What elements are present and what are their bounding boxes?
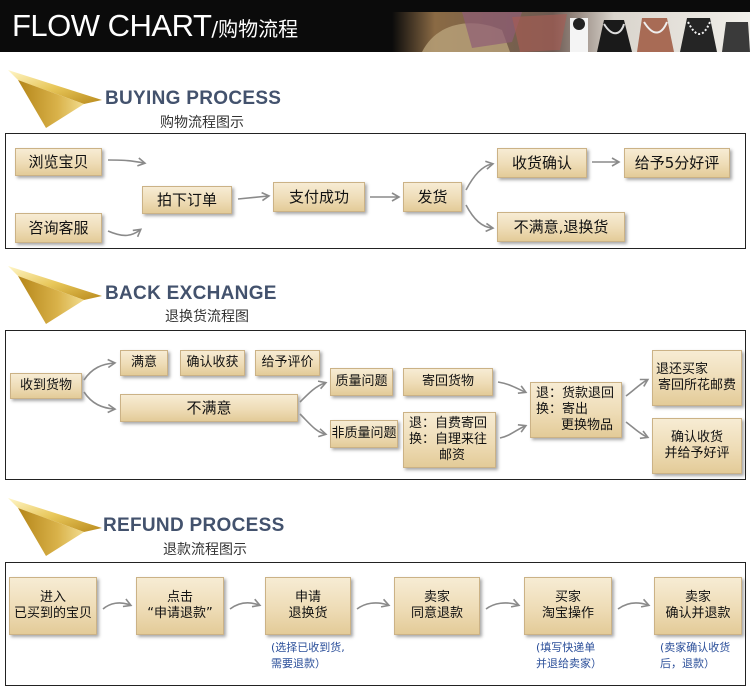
refund-step-6: 卖家 确认并退款 — [654, 577, 742, 635]
exchange-step-quality: 质量问题 — [330, 368, 393, 396]
arrow-icon — [107, 228, 143, 238]
buying-chevron-icon — [8, 70, 102, 128]
exchange-refund-postage-line1: 退还买家 — [656, 361, 709, 377]
arrow-icon — [465, 160, 495, 191]
refund-title-en: REFUND PROCESS — [103, 515, 285, 536]
exchange-step-non-quality: 非质量问题 — [330, 420, 398, 448]
refund-note-3-line2: 后，退款） — [660, 656, 715, 670]
exchange-self-pay-line2: 换：自理来往 — [409, 431, 488, 447]
exchange-self-pay-line1: 退：自费寄回 — [409, 415, 488, 431]
exchange-title-zh: 退换货流程图 — [165, 309, 249, 325]
arrow-icon — [102, 598, 133, 610]
refund-note-3: (卖家确认收货 后，退款） — [660, 640, 730, 672]
arrow-icon — [356, 598, 391, 610]
arrow-icon — [485, 598, 521, 610]
refund-step-2: 点击 “申请退款” — [136, 577, 224, 635]
exchange-seller-line2: 换：寄出 — [536, 401, 589, 417]
arrow-icon — [107, 157, 147, 167]
refund-panel — [5, 562, 746, 686]
refund-note-2-line2: 并退给卖家） — [536, 656, 602, 670]
exchange-step-confirm-receipt: 确认收获 — [180, 350, 245, 376]
exchange-confirm-good-line1: 确认收货 — [670, 429, 723, 445]
refund-step-6-line1: 卖家 — [684, 589, 711, 605]
refund-step-1-line2: 已买到的宝贝 — [13, 606, 92, 621]
exchange-refund-postage-line2: 寄回所花邮费 — [657, 378, 736, 393]
exchange-step-confirm-good-review: 确认收货 并给予好评 — [652, 418, 742, 474]
refund-note-3-line1: (卖家确认收货 — [660, 641, 731, 654]
exchange-step-unsatisfied: 不满意 — [120, 394, 298, 422]
exchange-step-return-goods: 寄回货物 — [403, 368, 493, 396]
refund-step-1: 进入 已买到的宝贝 — [9, 577, 97, 635]
refund-step-4-line2: 同意退款 — [410, 606, 463, 621]
buying-step-rate: 给予5分好评 — [624, 148, 730, 178]
refund-step-6-line2: 确认并退款 — [665, 606, 731, 621]
exchange-step-give-review: 给予评价 — [255, 350, 320, 376]
arrow-icon — [299, 380, 328, 403]
header-banner-photo — [392, 12, 750, 52]
refund-step-3: 申请 退换货 — [265, 577, 351, 635]
exchange-title-en: BACK EXCHANGE — [105, 283, 277, 304]
refund-step-5-line2: 淘宝操作 — [541, 606, 594, 621]
refund-note-1-line1: (选择已收到货, — [271, 641, 345, 654]
buying-step-ship: 发货 — [403, 182, 462, 212]
refund-step-5: 买家 淘宝操作 — [524, 577, 612, 635]
refund-step-5-line1: 买家 — [554, 589, 581, 605]
banner-illustration — [392, 12, 750, 52]
refund-note-2: (填写快递单 并退给卖家） — [536, 640, 602, 672]
buying-step-pay: 支付成功 — [273, 182, 365, 212]
page-title-zh: 购物流程 — [218, 17, 299, 41]
exchange-confirm-good-line2: 并给予好评 — [664, 446, 730, 461]
refund-step-1-line1: 进入 — [39, 589, 66, 605]
exchange-seller-line1: 退：货款退回 — [536, 385, 615, 401]
refund-note-1-line2: 需要退款） — [271, 656, 326, 670]
arrow-icon — [625, 421, 650, 440]
arrow-icon — [497, 381, 528, 395]
refund-note-1: (选择已收到货, 需要退款） — [271, 640, 345, 672]
refund-chevron-icon — [8, 498, 102, 556]
arrow-icon — [83, 391, 117, 414]
page-title-en: FLOW CHART — [12, 8, 212, 43]
arrow-icon — [625, 378, 650, 397]
refund-note-2-line1: (填写快递单 — [536, 641, 596, 654]
refund-step-4: 卖家 同意退款 — [394, 577, 480, 635]
exchange-self-pay-line3: 邮资 — [439, 448, 466, 464]
arrow-icon — [499, 423, 528, 439]
buying-title-zh: 购物流程图示 — [160, 115, 244, 131]
buying-step-order: 拍下订单 — [142, 186, 232, 214]
buying-step-unsatisfied: 不满意,退换货 — [497, 212, 625, 242]
arrow-icon — [299, 413, 328, 438]
exchange-step-self-pay: 退：自费寄回 换：自理来往 邮资 — [403, 412, 496, 468]
refund-title-zh: 退款流程图示 — [163, 542, 247, 558]
refund-step-4-line1: 卖家 — [423, 589, 450, 605]
exchange-step-refund-postage: 退还买家 寄回所花邮费 — [652, 350, 742, 406]
exchange-chevron-icon — [8, 266, 102, 324]
arrow-icon — [229, 598, 262, 610]
arrow-icon — [465, 204, 495, 233]
refund-step-3-line2: 退换货 — [288, 606, 328, 621]
arrow-icon — [237, 191, 271, 202]
arrow-icon — [617, 598, 651, 610]
refund-step-2-line1: 点击 — [166, 589, 193, 605]
buying-step-consult: 咨询客服 — [15, 213, 102, 243]
exchange-step-seller-action: 退：货款退回 换：寄出 更换物品 — [530, 382, 622, 438]
exchange-step-receive: 收到货物 — [10, 373, 82, 399]
page-title: FLOW CHART/购物流程 — [12, 8, 298, 44]
buying-step-confirm: 收货确认 — [497, 148, 587, 178]
refund-step-3-line1: 申请 — [294, 589, 321, 605]
buying-step-browse: 浏览宝贝 — [15, 148, 102, 176]
exchange-seller-line3: 更换物品 — [561, 418, 614, 434]
arrow-icon — [83, 358, 117, 381]
page-title-separator: / — [211, 17, 219, 41]
refund-step-2-line2: “申请退款” — [147, 606, 213, 621]
exchange-step-satisfied: 满意 — [120, 350, 168, 376]
buying-title-en: BUYING PROCESS — [105, 88, 282, 109]
